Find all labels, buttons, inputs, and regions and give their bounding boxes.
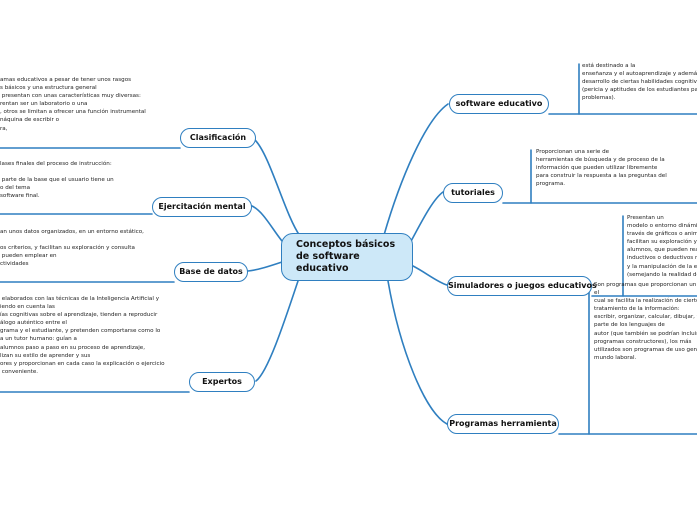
- topic-label: Programas herramienta: [449, 419, 557, 428]
- central-title-line-2: de software: [296, 251, 360, 262]
- note-base-de-datos: an unos datos organizados, en un entorno…: [0, 229, 144, 268]
- topic-label: Base de datos: [179, 267, 243, 276]
- link-central-simuladores: [412, 265, 448, 286]
- topic-label: software educativo: [455, 99, 543, 108]
- note-clasificacion: amas educativos a pesar de tener unos ra…: [0, 77, 146, 132]
- topic-label: Simuladores o juegos educativos: [448, 281, 597, 290]
- note-expertos: elaborados con las técnicas de la Inteli…: [0, 296, 165, 375]
- note-programas-herramienta: Son programas que proporcionan un entorn…: [594, 282, 697, 361]
- topic-software-educativo[interactable]: software educativo: [449, 94, 549, 114]
- central-title-line-1: Conceptos básicos: [296, 239, 396, 250]
- topic-clasificacion[interactable]: Clasificación: [180, 128, 256, 148]
- central-title-line-3: educativo: [296, 263, 349, 274]
- topic-ejercitacion-mental[interactable]: Ejercitación mental: [152, 197, 252, 217]
- note-ejercitacion-mental: lases finales del proceso de instrucción…: [0, 161, 114, 200]
- link-central-software: [383, 103, 449, 236]
- topic-tutoriales[interactable]: tutoriales: [443, 183, 503, 203]
- topic-label: Ejercitación mental: [158, 202, 246, 211]
- topic-programas-herramienta[interactable]: Programas herramienta: [447, 414, 559, 434]
- topic-label: Expertos: [202, 377, 242, 386]
- link-central-tutoriales: [409, 191, 444, 244]
- topic-expertos[interactable]: Expertos: [189, 372, 255, 392]
- link-central-expertos: [255, 280, 299, 382]
- note-simuladores-juegos: Presentan un modelo o entorno dinámico t…: [627, 215, 697, 278]
- central-topic[interactable]: Conceptos básicos de software educativo: [281, 233, 413, 281]
- link-central-herramienta: [387, 280, 448, 425]
- topic-label: Clasificación: [189, 133, 247, 142]
- topic-label: tutoriales: [451, 188, 495, 197]
- note-tutoriales: Proporcionan una serie de herramientas d…: [536, 149, 667, 188]
- topic-simuladores-juegos[interactable]: Simuladores o juegos educativos: [447, 276, 597, 296]
- link-central-clasificacion: [254, 139, 301, 237]
- topic-base-de-datos[interactable]: Base de datos: [174, 262, 248, 282]
- note-software-educativo: está destinado a la enseñanza y el autoa…: [582, 63, 697, 102]
- link-central-base-datos: [247, 261, 283, 272]
